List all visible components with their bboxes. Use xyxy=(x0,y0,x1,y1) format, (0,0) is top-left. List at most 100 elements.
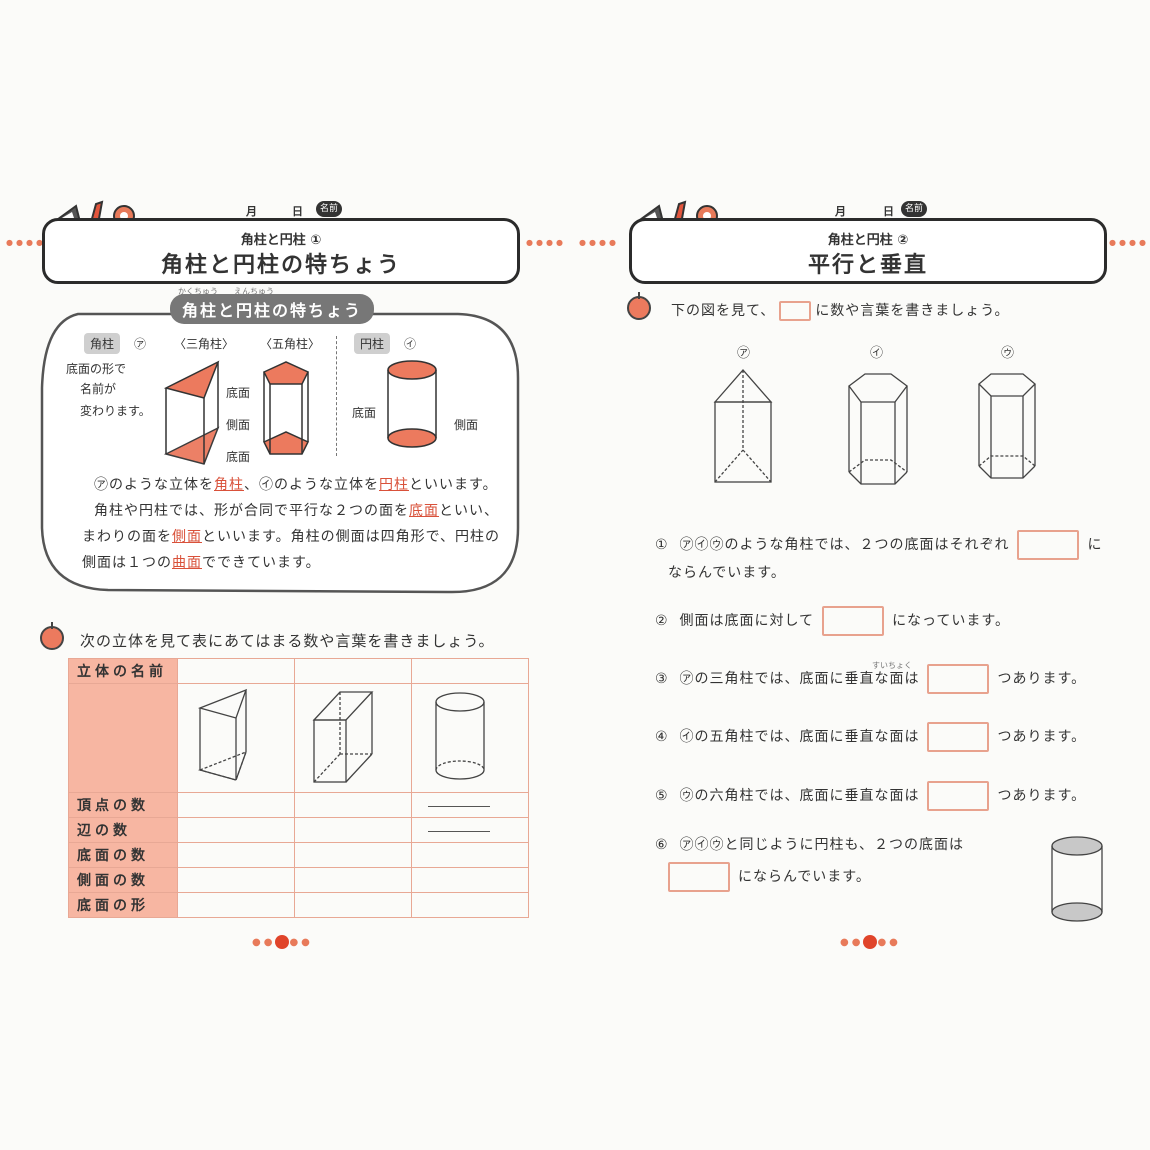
name-badge: 名前 xyxy=(901,201,927,217)
mark-a: ㋐ xyxy=(134,337,147,351)
answer-box-6[interactable] xyxy=(668,862,730,892)
table-triangle-prism xyxy=(197,688,248,781)
table-row: 頂点の数 xyxy=(68,792,529,818)
teimen-label-2: 底面 xyxy=(226,450,251,464)
question-3: ③ ㋐の三角柱では、底面に垂直な面はつあります。 xyxy=(655,664,1086,694)
section-ruby: かくちゅう えんちゅう xyxy=(178,287,274,296)
table-row: 底面の形 xyxy=(68,892,529,918)
mark-i: ㋑ xyxy=(870,346,884,361)
page-dot xyxy=(863,935,878,949)
term-teimen: 底面 xyxy=(409,503,439,519)
note-line-1: 底面の形で xyxy=(66,362,127,376)
explanation-line-2: 角柱や円柱では、形が合同で平行な２つの面を底面といい、 xyxy=(94,503,499,519)
month-label: 月 xyxy=(835,205,846,218)
pentagon-prism-figure xyxy=(262,361,310,455)
answer-cell[interactable] xyxy=(411,842,529,868)
cylinder-figure xyxy=(387,360,437,448)
right-page: 月 日 名前 ●●●● ●●●● 角柱と円柱 ② 平行と垂直 下の図を見て、に数… xyxy=(575,0,1150,1150)
table-rect-prism xyxy=(312,691,374,783)
answer-cell[interactable] xyxy=(177,842,295,868)
ruby-suichoku: すいちょく xyxy=(872,661,912,670)
note-line-2: 名前が xyxy=(80,382,117,396)
gray-cylinder-figure xyxy=(1051,836,1103,922)
answer-cell[interactable] xyxy=(294,658,412,684)
question-1: ① ㋐㋑㋒のような角柱では、２つの底面はそれぞれに xyxy=(655,530,1102,560)
page-title: 平行と垂直 xyxy=(807,253,928,278)
table-cylinder xyxy=(435,692,485,780)
row-header: 辺の数 xyxy=(68,817,178,843)
answer-cell[interactable] xyxy=(177,792,295,818)
table-row: 辺の数 xyxy=(68,817,529,843)
row-header: 底面の数 xyxy=(68,842,178,868)
explanation-line-4: 側面は１つの曲面でできています。 xyxy=(82,555,321,571)
answer-cell[interactable] xyxy=(177,867,295,893)
section-title: 角柱と円柱の特ちょう xyxy=(182,301,363,320)
triangle-prism-label: 〈三角柱〉 xyxy=(174,337,235,351)
page-title: 角柱と円柱の特ちょう xyxy=(160,253,401,278)
figure-cell xyxy=(411,683,529,793)
explanation-line-3: まわりの面を側面といいます。角柱の側面は四角形で、円柱の xyxy=(82,529,501,545)
sample-box xyxy=(779,301,812,321)
answer-cell[interactable] xyxy=(294,867,412,893)
answer-box-2[interactable] xyxy=(822,606,885,636)
page-number: ●●●● xyxy=(252,935,313,949)
pentagon-prism-label: 〈五角柱〉 xyxy=(260,337,321,351)
question-1-cont: ならんでいます。 xyxy=(668,565,786,581)
answer-cell[interactable] xyxy=(294,792,412,818)
instruction: 下の図を見て、に数や言葉を書きましょう。 xyxy=(671,301,1010,321)
answer-cell[interactable] xyxy=(177,658,295,684)
table-row: 側面の数 xyxy=(68,867,529,893)
question-5: ⑤ ㋒の六角柱では、底面に垂直な面はつあります。 xyxy=(655,781,1086,811)
answer-cell[interactable] xyxy=(294,817,412,843)
question-2: ② 側面は底面に対してになっています。 xyxy=(655,606,1010,636)
answer-cell[interactable] xyxy=(411,658,529,684)
note-line-3: 変わります。 xyxy=(80,404,151,418)
mark-i: ㋑ xyxy=(404,337,417,351)
answer-cell-blocked xyxy=(411,817,529,843)
answer-cell[interactable] xyxy=(294,842,412,868)
kakuchu-pill: 角柱 xyxy=(84,333,121,354)
explanation-line-1: ㋐のような立体を角柱、㋑のような立体を円柱といいます。 xyxy=(94,477,498,493)
subtitle: 角柱と円柱 ② xyxy=(827,233,909,248)
triangle-prism-a xyxy=(713,369,773,483)
answer-cell[interactable] xyxy=(411,867,529,893)
answer-cell-blocked xyxy=(411,792,529,818)
section-header: 角柱と円柱の特ちょう xyxy=(170,294,375,324)
day-label: 日 xyxy=(292,205,303,218)
answer-box-4[interactable] xyxy=(927,722,990,752)
blocked-line xyxy=(428,831,490,832)
blocked-line xyxy=(428,806,490,807)
apple-icon xyxy=(40,622,64,650)
answer-box-1[interactable] xyxy=(1017,530,1080,560)
answer-table: 立体の名前 頂点の数 辺の数 底面の数 側面の数 底面の形 xyxy=(68,658,529,918)
dots-decoration: ●●●● xyxy=(526,238,566,247)
answer-box-3[interactable] xyxy=(927,664,990,694)
answer-cell[interactable] xyxy=(177,817,295,843)
left-page: 月 日 名前 ●●●● ●●●● 角柱と円柱 ① 角柱と円柱の特ちょう かくちゅ… xyxy=(6,200,566,949)
row-header: 側面の数 xyxy=(68,867,178,893)
teimen-label-3: 底面 xyxy=(352,406,377,420)
sokumen-label-2: 側面 xyxy=(454,418,479,432)
dots-decoration: ●●●● xyxy=(1109,238,1149,247)
term-kakuchu: 角柱 xyxy=(214,477,244,493)
term-kyokumen: 曲面 xyxy=(172,555,202,571)
dots-decoration: ●●●● xyxy=(6,238,46,247)
sokumen-label-1: 側面 xyxy=(226,418,251,432)
table-row: 底面の数 xyxy=(68,842,529,868)
page-dot xyxy=(275,935,290,949)
mark-a: ㋐ xyxy=(737,346,751,361)
question-6: ⑥ ㋐㋑㋒と同じように円柱も、２つの底面は xyxy=(655,837,965,853)
term-enchu: 円柱 xyxy=(379,477,409,493)
month-label: 月 xyxy=(246,205,257,218)
pentagon-prism-i xyxy=(848,373,908,485)
answer-cell[interactable] xyxy=(177,892,295,918)
dots-decoration: ●●●● xyxy=(579,238,619,247)
question-4: ④ ㋑の五角柱では、底面に垂直な面はつあります。 xyxy=(655,722,1086,752)
answer-cell[interactable] xyxy=(411,892,529,918)
answer-cell[interactable] xyxy=(294,892,412,918)
teimen-label-1: 底面 xyxy=(226,386,251,400)
answer-box-5[interactable] xyxy=(927,781,990,811)
mark-u: ㋒ xyxy=(1001,346,1015,361)
row-header: 頂点の数 xyxy=(68,792,178,818)
row-header-figure xyxy=(68,683,178,793)
